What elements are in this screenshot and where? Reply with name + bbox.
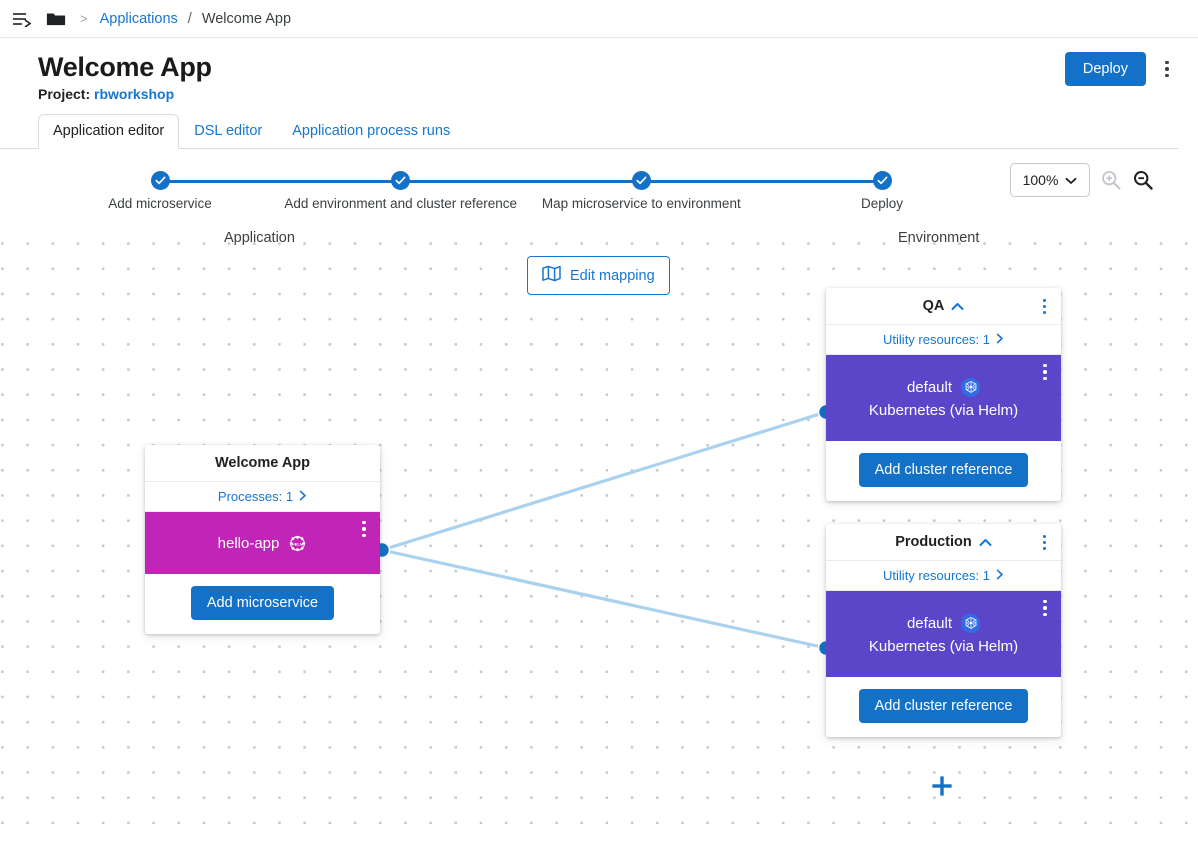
chevron-right-icon: [996, 568, 1004, 583]
cluster-node-production-default[interactable]: default: [826, 591, 1061, 677]
breadcrumb-applications-link[interactable]: Applications: [99, 10, 178, 27]
application-card-header: Welcome App: [145, 445, 380, 482]
environment-card-qa[interactable]: QA Utility resources: 1 default: [826, 288, 1061, 501]
step-map-microservice-to-environment[interactable]: Map microservice to environment: [511, 171, 771, 211]
project-line: Project: rbworkshop: [38, 86, 1178, 102]
breadcrumb: > Applications / Welcome App: [0, 0, 1198, 38]
cluster-node-name-line: default: [906, 613, 981, 633]
step-complete-icon: [391, 171, 411, 191]
kebab-menu-icon[interactable]: [1031, 291, 1057, 321]
stepper-line: [160, 180, 882, 184]
zoom-level-value: 100%: [1022, 172, 1059, 189]
progress-stepper: Add microservice Add environment and clu…: [108, 171, 903, 211]
chevron-down-icon: [1065, 172, 1077, 188]
application-card-title: Welcome App: [214, 455, 311, 471]
breadcrumb-current: Welcome App: [201, 10, 292, 27]
cluster-name: default: [906, 614, 953, 632]
chevron-up-icon[interactable]: [979, 538, 992, 547]
header-actions: Deploy: [1064, 52, 1180, 86]
step-complete-icon: [631, 171, 651, 191]
breadcrumb-chevron-icon: >: [80, 11, 88, 26]
environment-card-header: QA: [826, 288, 1061, 325]
add-cluster-reference-button[interactable]: Add cluster reference: [858, 689, 1029, 723]
step-complete-icon: [150, 171, 170, 191]
kubernetes-icon: [961, 377, 981, 397]
environment-utility-resources-link[interactable]: Utility resources: 1: [826, 325, 1061, 355]
plus-icon[interactable]: [930, 774, 954, 798]
tab-application-process-runs[interactable]: Application process runs: [292, 123, 451, 140]
environment-card-production[interactable]: Production Utility resources: 1 default: [826, 524, 1061, 737]
environment-column-label: Environment: [898, 230, 980, 246]
zoom-out-icon[interactable]: [1132, 169, 1154, 191]
step-complete-icon: [872, 171, 892, 191]
environment-card-header: Production: [826, 524, 1061, 561]
deploy-button[interactable]: Deploy: [1064, 52, 1146, 86]
kebab-menu-icon[interactable]: [1031, 527, 1057, 557]
zoom-level-select[interactable]: 100%: [1010, 163, 1090, 198]
application-column-label: Application: [224, 230, 295, 246]
application-card-footer: Add microservice: [145, 574, 380, 634]
step-label: Add environment and cluster reference: [284, 196, 517, 212]
page-title: Welcome App: [38, 52, 212, 82]
step-label: Deploy: [860, 196, 904, 212]
chevron-up-icon[interactable]: [951, 302, 964, 311]
project-label: Project:: [38, 86, 91, 103]
breadcrumb-slash: /: [187, 10, 192, 27]
environment-card-footer: Add cluster reference: [826, 441, 1061, 501]
map-icon: [542, 265, 561, 286]
tab-dsl-editor[interactable]: DSL editor: [194, 123, 263, 140]
cluster-node-qa-default[interactable]: default: [826, 355, 1061, 441]
application-processes-label: Processes: 1: [217, 489, 294, 504]
kebab-menu-icon[interactable]: [1154, 54, 1180, 84]
folder-icon[interactable]: [44, 7, 68, 31]
edit-mapping-button[interactable]: Edit mapping: [527, 256, 670, 295]
kebab-menu-icon[interactable]: [1032, 357, 1058, 387]
chevron-right-icon: [299, 489, 307, 504]
page-header: Welcome App Project: rbworkshop Deploy A…: [0, 38, 1198, 150]
environment-card-footer: Add cluster reference: [826, 677, 1061, 737]
application-card[interactable]: Welcome App Processes: 1 hello-app: [145, 445, 380, 634]
microservice-node-line: hello-app: [218, 534, 308, 553]
edit-mapping-label: Edit mapping: [570, 267, 655, 284]
add-cluster-reference-button[interactable]: Add cluster reference: [858, 453, 1029, 487]
cluster-name: default: [906, 378, 953, 396]
step-add-environment-and-cluster-reference[interactable]: Add environment and cluster reference: [271, 171, 531, 211]
project-link[interactable]: rbworkshop: [94, 86, 175, 103]
diagram-canvas[interactable]: Application Environment Edit mapping Wel…: [0, 222, 1198, 844]
environment-card-title: QA: [922, 298, 945, 314]
environment-utility-resources-label: Utility resources: 1: [883, 568, 990, 583]
helm-icon: HELM: [288, 534, 307, 553]
stepper-row: Add microservice Add environment and clu…: [0, 149, 1198, 211]
environment-utility-resources-link[interactable]: Utility resources: 1: [826, 561, 1061, 591]
application-processes-link[interactable]: Processes: 1: [145, 482, 380, 512]
svg-text:HELM: HELM: [292, 541, 304, 546]
cluster-type: Kubernetes (via Helm): [868, 637, 1019, 655]
step-add-microservice[interactable]: Add microservice: [30, 171, 290, 211]
zoom-in-icon[interactable]: [1100, 169, 1122, 191]
chevron-right-icon: [996, 332, 1004, 347]
environment-utility-resources-label: Utility resources: 1: [883, 332, 990, 347]
kebab-menu-icon[interactable]: [351, 514, 377, 544]
tab-bar: Application editor DSL editor Applicatio…: [0, 114, 1178, 150]
zoom-controls: 100%: [1010, 163, 1154, 198]
cluster-type: Kubernetes (via Helm): [868, 401, 1019, 419]
add-microservice-button[interactable]: Add microservice: [190, 586, 335, 620]
step-deploy[interactable]: Deploy: [752, 171, 1012, 211]
step-label: Map microservice to environment: [541, 196, 741, 212]
step-label: Add microservice: [108, 196, 212, 212]
menu-expand-icon[interactable]: [10, 7, 34, 31]
cluster-node-name-line: default: [906, 377, 981, 397]
kubernetes-icon: [961, 613, 981, 633]
microservice-node-hello-app[interactable]: hello-app: [145, 512, 380, 574]
environment-card-title: Production: [895, 534, 972, 550]
kebab-menu-icon[interactable]: [1032, 593, 1058, 623]
microservice-name: hello-app: [217, 534, 280, 552]
tab-application-editor[interactable]: Application editor: [38, 114, 180, 150]
